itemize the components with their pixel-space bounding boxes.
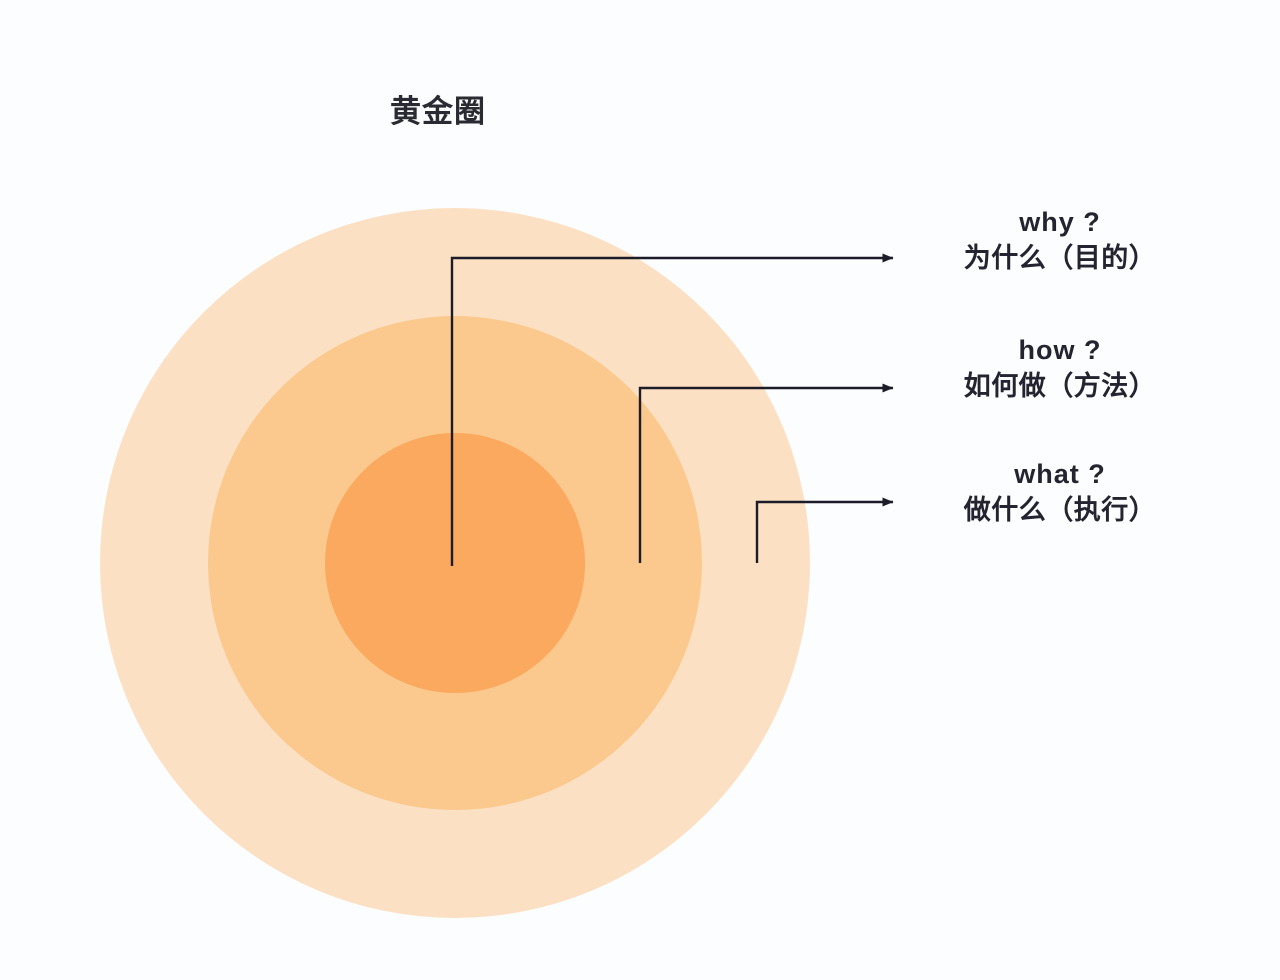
connector-why — [450, 253, 894, 566]
callout-what-question: what ? — [1014, 459, 1106, 489]
callout-why: why ? 为什么（目的） — [930, 205, 1190, 276]
callout-what: what ? 做什么（执行） — [930, 457, 1190, 528]
connector-what — [755, 497, 894, 563]
connector-how — [638, 383, 894, 563]
callout-what-description: 做什么（执行） — [963, 494, 1157, 525]
callout-how-question: how ? — [1018, 335, 1102, 365]
callout-why-description: 为什么（目的） — [963, 242, 1157, 273]
callout-why-question: why ? — [1019, 207, 1101, 237]
callout-how-description: 如何做（方法） — [963, 370, 1157, 401]
callout-how: how ? 如何做（方法） — [930, 333, 1190, 404]
page-title: 黄金圈 — [390, 94, 486, 129]
ring-inner-why — [325, 433, 585, 693]
